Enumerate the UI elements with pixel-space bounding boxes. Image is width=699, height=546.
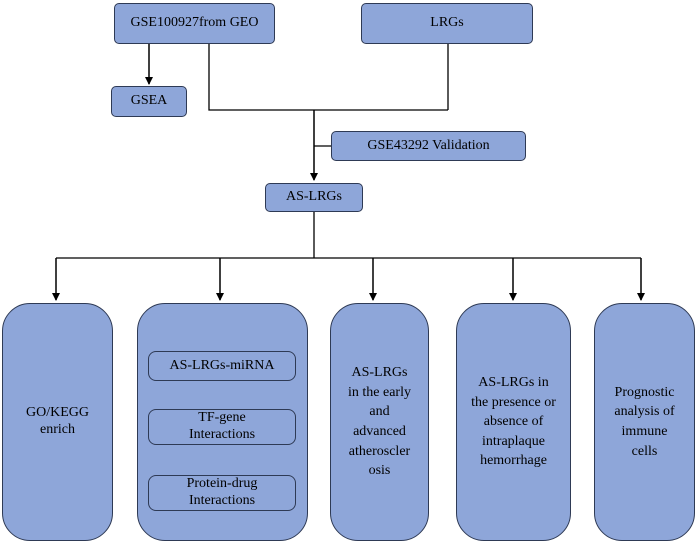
lrgs-label: LRGs [430,15,464,31]
validation-label: GSE43292 Validation [367,137,490,153]
validation-box: GSE43292 Validation [331,131,526,161]
gse100927-label: GSE100927from GEO [130,15,259,31]
as-lrgs-box: AS-LRGs [265,183,363,212]
hemorrhage-box: AS-LRGs in the presence or absence of in… [456,303,571,541]
tf-gene-label: TF-gene Interactions [188,410,256,442]
gse100927-box: GSE100927from GEO [114,3,275,44]
mirna-label: AS-LRGs-miRNA [169,357,275,373]
go-kegg-box: GO/KEGG enrich [2,303,113,541]
hemorrhage-label: AS-LRGs in the presence or absence of in… [471,375,556,469]
lrgs-box: LRGs [361,3,533,44]
protein-drug-box: Protein-drug Interactions [148,475,296,511]
early-advanced-label: AS-LRGs in the early and advanced athero… [348,365,411,479]
gsea-label: GSEA [130,93,168,109]
go-kegg-label: GO/KEGG enrich [26,405,89,437]
line-gse-merge [208,44,448,111]
prognostic-box: Prognostic analysis of immune cells [594,303,695,541]
prognostic-label: Prognostic analysis of immune cells [614,384,675,459]
as-lrgs-label: AS-LRGs [285,189,342,205]
protein-drug-label: Protein-drug Interactions [186,476,258,508]
mirna-box: AS-LRGs-miRNA [148,351,296,381]
gsea-box: GSEA [111,86,187,117]
tf-gene-box: TF-gene Interactions [148,409,296,445]
early-advanced-box: AS-LRGs in the early and advanced athero… [330,303,429,541]
